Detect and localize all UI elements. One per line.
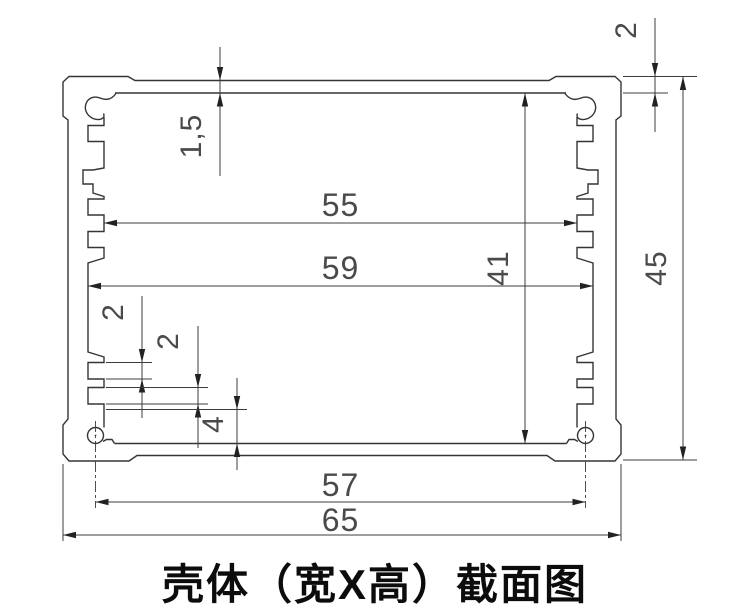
arrow-right-icon xyxy=(580,282,593,290)
drawing-caption: 壳体（宽X高）截面图 xyxy=(162,561,588,608)
dim-label-inner-width: 59 xyxy=(322,250,360,286)
wall-rib-face xyxy=(82,117,105,428)
dim-label-lid-thickness: 1,5 xyxy=(175,114,208,159)
arrow-right-icon xyxy=(608,531,621,539)
arrow-left-icon xyxy=(104,219,117,227)
arrow-left-icon xyxy=(95,498,109,506)
dimension-screw-boss-spacing: 57 xyxy=(95,467,586,506)
dim-label-boss-floor-offset: 4 xyxy=(197,415,230,433)
arrow-down-icon xyxy=(651,63,659,77)
arrow-left-icon xyxy=(88,282,101,290)
dimension-inner-width-between-ribs: 55 xyxy=(104,187,577,227)
dimension-outer-width: 65 xyxy=(62,464,622,541)
dimension-outer-height: 45 xyxy=(623,76,697,461)
left-wall-profile xyxy=(82,93,117,445)
arrow-down-icon xyxy=(233,396,241,410)
dimension-rib-groove-b: 2 xyxy=(106,326,208,448)
dim-label-outer-width: 65 xyxy=(322,502,360,538)
profile-geometry xyxy=(62,75,622,462)
screw-channel-hook xyxy=(84,93,117,121)
dimension-inner-width: 59 xyxy=(88,250,593,290)
dim-label-rib-groove-a: 2 xyxy=(97,303,130,321)
arrow-right-icon xyxy=(572,498,586,506)
arrow-down-icon xyxy=(679,446,687,460)
arrow-down-icon xyxy=(521,430,529,444)
arrow-up-icon xyxy=(194,404,202,418)
arrow-up-icon xyxy=(651,93,659,107)
arrow-up-icon xyxy=(216,93,224,107)
arrow-up-icon xyxy=(233,443,241,457)
arrow-up-icon xyxy=(521,93,529,107)
floor-step xyxy=(102,438,116,444)
arrow-down-icon xyxy=(138,349,146,363)
arrow-right-icon xyxy=(564,219,577,227)
dim-label-screw-boss-spacing: 57 xyxy=(322,467,360,503)
arrow-up-icon xyxy=(138,379,146,393)
arrow-up-icon xyxy=(679,76,687,90)
dim-label-inner-width-between-ribs: 55 xyxy=(322,187,360,223)
arrow-left-icon xyxy=(63,531,76,539)
dimension-inner-height: 41 xyxy=(482,93,529,444)
arrow-down-icon xyxy=(216,67,224,81)
arrow-down-icon xyxy=(194,374,202,388)
right-wall-profile xyxy=(564,92,599,445)
dimension-boss-floor-offset: 4 xyxy=(106,378,247,470)
dimension-rib-groove-a: 2 xyxy=(97,296,152,418)
dimension-top-cap-thickness: 2 xyxy=(610,18,697,132)
dim-label-top-cap-thickness: 2 xyxy=(610,21,643,39)
profile-outline xyxy=(62,75,622,462)
dimension-lid-thickness: 1,5 xyxy=(175,47,224,176)
dim-label-outer-height: 45 xyxy=(640,250,673,285)
dim-label-inner-height: 41 xyxy=(482,250,515,285)
dim-label-rib-groove-b: 2 xyxy=(152,332,185,350)
